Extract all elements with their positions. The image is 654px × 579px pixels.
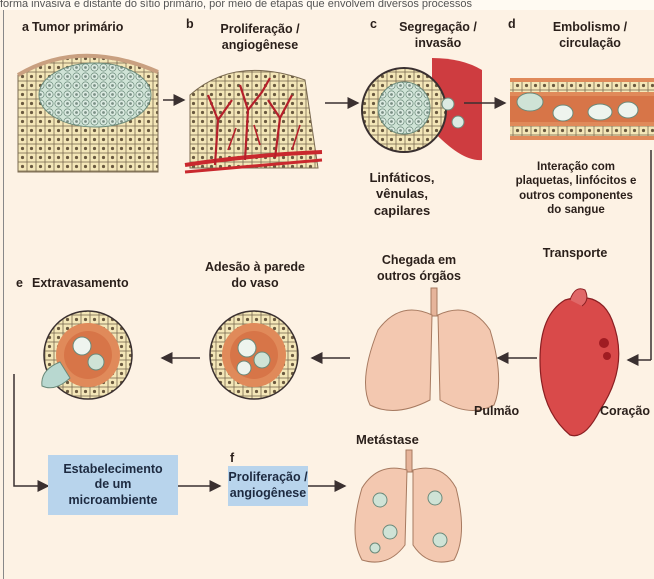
blood-interaction-line4: do sangue xyxy=(500,203,652,217)
panel-d-letter: d xyxy=(508,17,516,31)
microenv-line3: microambiente xyxy=(63,493,162,509)
panel-c-title-line2: invasão xyxy=(388,36,488,52)
invasion-illustration xyxy=(362,58,482,160)
blood-interaction-line3: outros componentes xyxy=(500,189,652,203)
vessel-types-label: Linfáticos,vênulas,capilares xyxy=(356,170,448,219)
panel-b-letter: b xyxy=(186,17,194,31)
vessel-types-line3: capilares xyxy=(356,203,448,219)
microenv-line2: de um xyxy=(63,477,162,493)
panel-c-title: Segregação /invasão xyxy=(388,20,488,51)
arrow-extravasation-to-microenv xyxy=(14,374,48,486)
panel-c-letter: c xyxy=(370,17,377,31)
transport-label: Transporte xyxy=(520,246,630,262)
adhesion-line1: Adesão à parede xyxy=(196,260,314,276)
panel-e-letter: e xyxy=(16,276,23,290)
adhesion-vessel-illustration xyxy=(210,311,298,399)
metastasis-lungs-illustration xyxy=(355,450,462,562)
panel-f-title-line1: Proliferação / xyxy=(228,470,307,486)
panel-b-title: Proliferação /angiogênese xyxy=(205,22,315,53)
blood-interaction-line1: Interação com xyxy=(500,160,652,174)
vessel-types-line1: Linfáticos, xyxy=(356,170,448,186)
panel-b-title-line1: Proliferação / xyxy=(205,22,315,38)
blood-interaction-line2: plaquetas, linfócitos e xyxy=(500,174,652,188)
panel-d-title: Embolismo /circulação xyxy=(530,20,650,51)
panel-c-title-line1: Segregação / xyxy=(388,20,488,36)
panel-b-title-line2: angiogênese xyxy=(205,38,315,54)
vessel-types-line2: vênulas, xyxy=(356,186,448,202)
panel-f-letter: f xyxy=(230,451,234,465)
arrival-line1: Chegada em xyxy=(365,253,473,269)
panel-a-title: Tumor primário xyxy=(32,20,123,34)
circulation-vessel-illustration xyxy=(510,78,654,140)
microenv-line1: Estabelecimento xyxy=(63,462,162,478)
angiogenesis-illustration xyxy=(185,70,322,172)
metastasis-label: Metástase xyxy=(356,432,419,448)
lungs-illustration xyxy=(366,288,499,410)
panel-d-title-line1: Embolismo / xyxy=(530,20,650,36)
extravasation-vessel-illustration xyxy=(42,311,132,399)
adhesion-line2: do vaso xyxy=(196,276,314,292)
primary-tumor-illustration xyxy=(18,56,158,172)
panel-a-letter: a xyxy=(22,20,29,34)
heart-label: Coração xyxy=(600,404,650,420)
lung-label: Pulmão xyxy=(474,404,519,420)
panel-f-box: Proliferação /angiogênese xyxy=(228,466,308,506)
panel-d-title-line2: circulação xyxy=(530,36,650,52)
arrival-line2: outros órgãos xyxy=(365,269,473,285)
panel-f-title-line2: angiogênese xyxy=(228,486,307,502)
panel-e-title: Extravasamento xyxy=(32,276,129,292)
